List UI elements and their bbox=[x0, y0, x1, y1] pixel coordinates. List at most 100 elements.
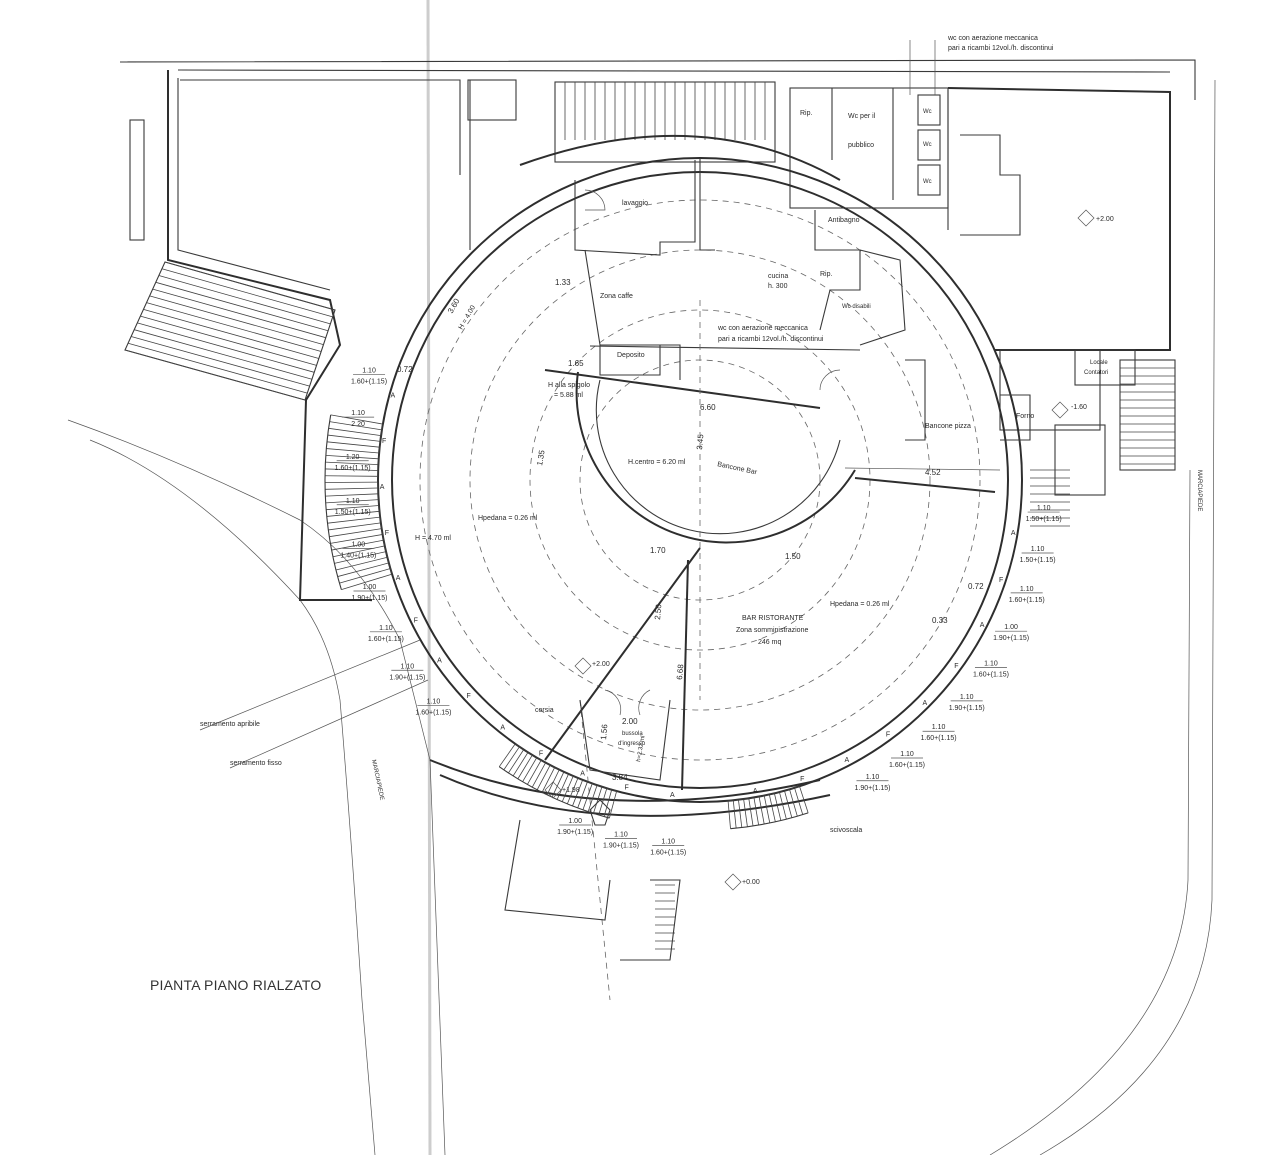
stair-tread bbox=[131, 336, 310, 387]
window-tag-top: 1.10 bbox=[427, 699, 441, 706]
step-edge bbox=[728, 785, 800, 802]
room-wc-2: Wc bbox=[923, 142, 932, 148]
step-line bbox=[779, 791, 787, 820]
step-line bbox=[758, 796, 765, 825]
window-tag-top: 1.10 bbox=[379, 625, 393, 632]
step-line bbox=[727, 800, 731, 829]
dim-6-60: 6.60 bbox=[700, 403, 716, 412]
step-line bbox=[498, 743, 516, 767]
step-line bbox=[325, 487, 379, 490]
stair-tread bbox=[140, 315, 317, 366]
note-serramento-fisso: serramento fisso bbox=[230, 760, 282, 767]
window-tag-top: 1.10 bbox=[984, 660, 998, 667]
window-tag-bottom: 1.90+(1.15) bbox=[557, 829, 593, 836]
step-line bbox=[577, 781, 588, 809]
room-zona-caffe: Zona caffe bbox=[600, 293, 633, 300]
step-line bbox=[517, 754, 533, 780]
window-tag-bottom: 1.60+(1.15) bbox=[368, 636, 404, 643]
top-stair bbox=[554, 81, 776, 163]
step-line bbox=[334, 551, 387, 564]
step-line bbox=[582, 783, 593, 810]
wall-letter: F bbox=[382, 438, 386, 445]
note-wc-aerazione-mid-line1: wc con aerazione meccanica bbox=[717, 325, 808, 332]
window-tag: 1.10 1.60+(1.15) bbox=[921, 724, 957, 742]
wall-letter: F bbox=[385, 530, 389, 537]
window-tag: 1.201.60+(1.15) bbox=[335, 454, 371, 472]
entrance-vestibule bbox=[429, 699, 831, 961]
step-line bbox=[325, 468, 379, 471]
room-cucina: cucina bbox=[768, 273, 788, 280]
svg-text:-1.60: -1.60 bbox=[1071, 404, 1087, 411]
step-line bbox=[556, 773, 569, 800]
room-wc-3: Wc bbox=[923, 179, 932, 185]
room-wc-1: Wc bbox=[923, 109, 932, 115]
note-marciapiede-left: MARCIAPIEDE bbox=[370, 759, 384, 801]
step-line bbox=[531, 762, 547, 788]
window-tag-top: 1.10 bbox=[900, 751, 914, 758]
step-line bbox=[593, 786, 603, 814]
dim-0-72-left: 0.72 bbox=[397, 365, 413, 374]
right-annex bbox=[947, 87, 1176, 527]
room-bancone-bar: Bancone Bar bbox=[717, 461, 759, 476]
dim-6-68: 6.68 bbox=[675, 663, 685, 680]
stair-treads bbox=[124, 261, 336, 401]
window-tag-top: 1.00 bbox=[568, 818, 582, 825]
wall-letter: A bbox=[396, 575, 401, 582]
window-tag: 1.101.60+(1.15) bbox=[1009, 586, 1045, 604]
step-line bbox=[522, 757, 538, 782]
dim-3-60: 3.60 bbox=[446, 297, 462, 315]
stair-treads bbox=[564, 82, 766, 140]
wall-letter: F bbox=[467, 693, 471, 700]
window-tag: 1.101.60+(1.15) bbox=[650, 839, 686, 857]
step-line bbox=[551, 771, 565, 798]
window-tag-top: 1.10 bbox=[932, 724, 946, 731]
window-tag-top: 1.10 bbox=[362, 367, 376, 374]
window-tag-bottom: 1.90+(1.15) bbox=[949, 705, 985, 712]
window-tag-top: 1.00 bbox=[363, 584, 377, 591]
step-line bbox=[325, 475, 379, 477]
stair-tread bbox=[124, 349, 306, 401]
step-line bbox=[332, 545, 385, 558]
level-marker-center: +2.00 bbox=[574, 657, 610, 675]
window-tag: 1.101.60+(1.15) bbox=[973, 660, 1009, 678]
stair-tread bbox=[137, 322, 315, 373]
window-tag-top: 1.10 bbox=[960, 694, 974, 701]
room-bar-ristorante-title: BAR RISTORANTE bbox=[742, 615, 804, 622]
level-marker-entrance: +1.98 bbox=[544, 781, 580, 799]
room-locale-contatori-line1: Locale bbox=[1090, 360, 1108, 366]
step-line bbox=[330, 534, 383, 544]
step-line bbox=[768, 794, 776, 822]
window-tag-bottom: 1.60+(1.15) bbox=[1009, 597, 1045, 604]
room-bar-ristorante-area: 246 mq bbox=[758, 639, 781, 646]
window-tag-bottom: 1.60+(1.15) bbox=[335, 465, 371, 472]
step-line bbox=[603, 789, 613, 817]
window-tag: 1.10 1.50+(1.15) bbox=[335, 498, 371, 516]
room-wc-pubblico-line1: Wc per il bbox=[848, 113, 876, 120]
step-line bbox=[325, 499, 379, 504]
window-tag-bottom: 1.50+(1.15) bbox=[335, 509, 371, 516]
window-tag: 1.101.60+(1.15) bbox=[415, 699, 451, 717]
wall-letter: F bbox=[625, 784, 629, 791]
level-marker-bottom: +0.00 bbox=[724, 873, 760, 891]
step-line bbox=[763, 795, 771, 824]
dim-0-72-right: 0.72 bbox=[968, 582, 984, 591]
room-forno: Forno bbox=[1016, 413, 1034, 420]
wc-block bbox=[789, 40, 949, 209]
note-h-spigolo-line1: H alla spigolo bbox=[548, 382, 590, 389]
step-line bbox=[325, 493, 379, 497]
room-antibagno: Antibagno bbox=[828, 217, 860, 224]
note-h-470: H = 4.70 ml bbox=[415, 535, 451, 542]
step-line bbox=[609, 790, 618, 819]
step-line bbox=[330, 414, 383, 425]
step-line bbox=[327, 516, 381, 524]
step-line bbox=[794, 787, 804, 815]
step-line bbox=[536, 764, 551, 790]
window-tag-bottom: 1.60+(1.15) bbox=[921, 735, 957, 742]
step-line bbox=[753, 797, 760, 826]
room-rip-mid: Rip. bbox=[820, 271, 833, 278]
step-line bbox=[325, 461, 379, 466]
note-serramento-apribile: serramento apribile bbox=[200, 721, 260, 728]
window-tag-top: 1.10 bbox=[346, 498, 360, 505]
window-tag: 1.101.90+(1.15) bbox=[603, 831, 639, 849]
wall-letter: A bbox=[753, 788, 758, 795]
